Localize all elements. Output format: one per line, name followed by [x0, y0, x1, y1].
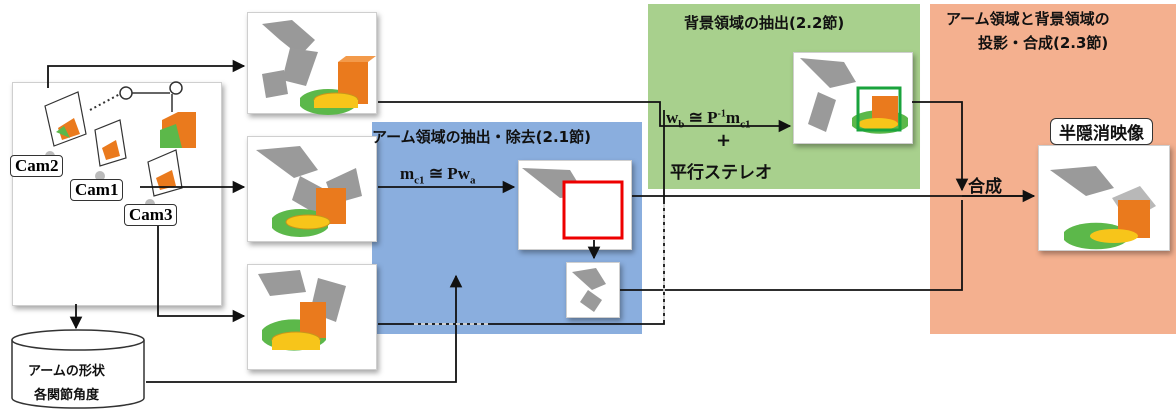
result-label: 半隠消映像 [1050, 118, 1153, 145]
background-title: 背景領域の抽出(2.2節) [684, 14, 845, 32]
database-cylinder [11, 329, 145, 409]
dashed-guides [414, 204, 665, 325]
result-scene [1050, 166, 1156, 250]
cam2-label: Cam2 [10, 155, 64, 177]
projection-formula: mc1 ≅ Pwa [400, 164, 476, 187]
back-projection-formula: wb ≅ P-1mc1 [666, 108, 751, 131]
cam2-scene [262, 20, 376, 115]
cam3-label: Cam3 [124, 204, 178, 226]
projection-scene [522, 168, 624, 240]
database-line2: 各関節角度 [34, 388, 100, 403]
composite-title-line2: 投影・合成(2.3節) [978, 34, 1109, 52]
camera-scene [44, 81, 196, 209]
plus-sign: + [716, 130, 732, 151]
composite-title-line1: アーム領域と背景領域の [946, 10, 1110, 28]
stereo-label: 平行ステレオ [670, 163, 772, 183]
cam1-scene [256, 146, 362, 237]
red-roi-box [562, 180, 624, 240]
green-roi-box [856, 86, 902, 132]
cam1-label: Cam1 [70, 179, 124, 201]
database-line1: アームの形状 [28, 364, 105, 379]
compose-label: 合成 [968, 177, 1002, 197]
arm-crop-scene [572, 268, 606, 312]
extraction-title: アーム領域の抽出・除去(2.1節) [372, 128, 591, 146]
cam3-scene [258, 270, 346, 351]
background-scene [800, 58, 908, 134]
